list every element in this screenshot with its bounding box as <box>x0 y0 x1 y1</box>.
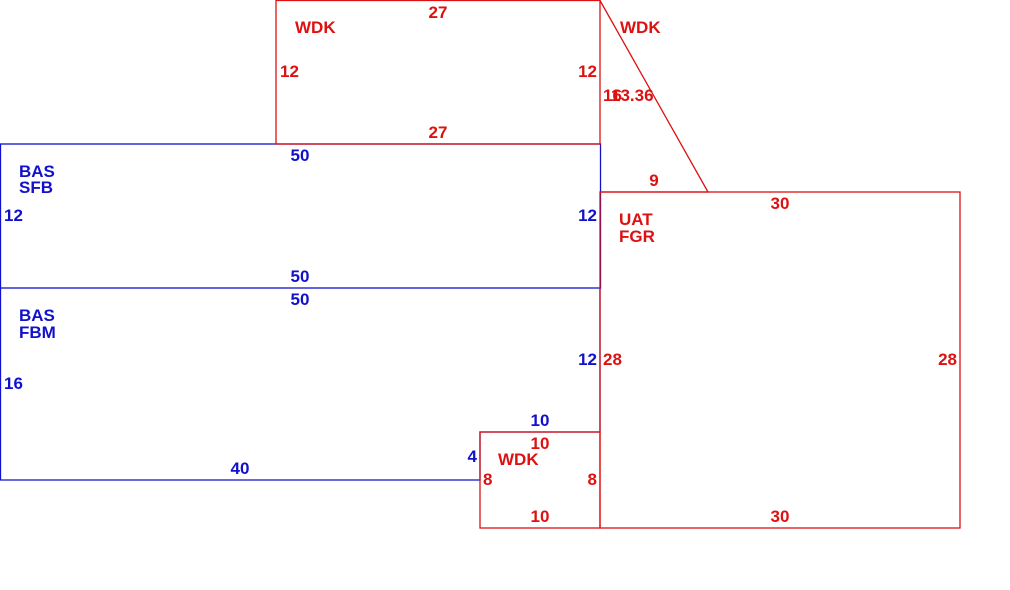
bas-sfb-dim-left: 12 <box>4 206 23 225</box>
uat-fgr-dim-bottom: 30 <box>771 507 790 526</box>
wdk-top-dim-right: 12 <box>578 62 597 81</box>
uat-fgr-label-line2: FGR <box>619 227 655 246</box>
wdk-small-dim-top: 10 <box>531 434 550 453</box>
wdk-small-dim-left: 8 <box>483 470 492 489</box>
bas-sfb-dim-bottom: 50 <box>291 267 310 286</box>
wdk-diag-dim-bottom: 9 <box>649 171 658 190</box>
bas-fbm-dim-right: 12 <box>578 350 597 369</box>
bas-fbm-dim-top: 50 <box>291 290 310 309</box>
wdk-diag-dim-diagonal: 13.36 <box>611 86 654 105</box>
bas-fbm-label-line1: BAS <box>19 306 55 325</box>
wdk-top-outline <box>275 0 601 145</box>
wdk-top-dim-bottom: 27 <box>429 123 448 142</box>
uat-fgr-dim-left: 28 <box>603 350 622 369</box>
wdk-small-dim-right: 8 <box>588 470 597 489</box>
bas-fbm-label-line2: FBM <box>19 323 56 342</box>
bas-sfb-dim-right: 12 <box>578 206 597 225</box>
bas-sfb-label-line1: BAS <box>19 162 55 181</box>
wdk-diag-dim-vertical: 16 <box>603 86 622 105</box>
bas-fbm-dim-notch-side: 4 <box>468 447 478 466</box>
wdk-small-outline <box>479 431 601 529</box>
bas-fbm-dim-bottom: 40 <box>231 459 250 478</box>
wdk-top-dim-top: 27 <box>429 3 448 22</box>
uat-fgr-dim-top: 30 <box>771 194 790 213</box>
wdk-diag-label: WDK <box>620 18 661 37</box>
bas-sfb-label-line2: SFB <box>19 178 53 197</box>
uat-fgr-outline <box>599 191 961 529</box>
uat-fgr-dim-right: 28 <box>938 350 957 369</box>
bas-fbm-dim-left: 16 <box>4 374 23 393</box>
wdk-small-dim-bottom: 10 <box>531 507 550 526</box>
bas-fbm-dim-notch-top: 10 <box>531 411 550 430</box>
bas-sfb-dim-top: 50 <box>291 146 310 165</box>
uat-fgr-label-line1: UAT <box>619 210 653 229</box>
wdk-top-label: WDK <box>295 18 336 37</box>
wdk-top-dim-left: 12 <box>280 62 299 81</box>
wdk-small-label: WDK <box>498 450 539 469</box>
